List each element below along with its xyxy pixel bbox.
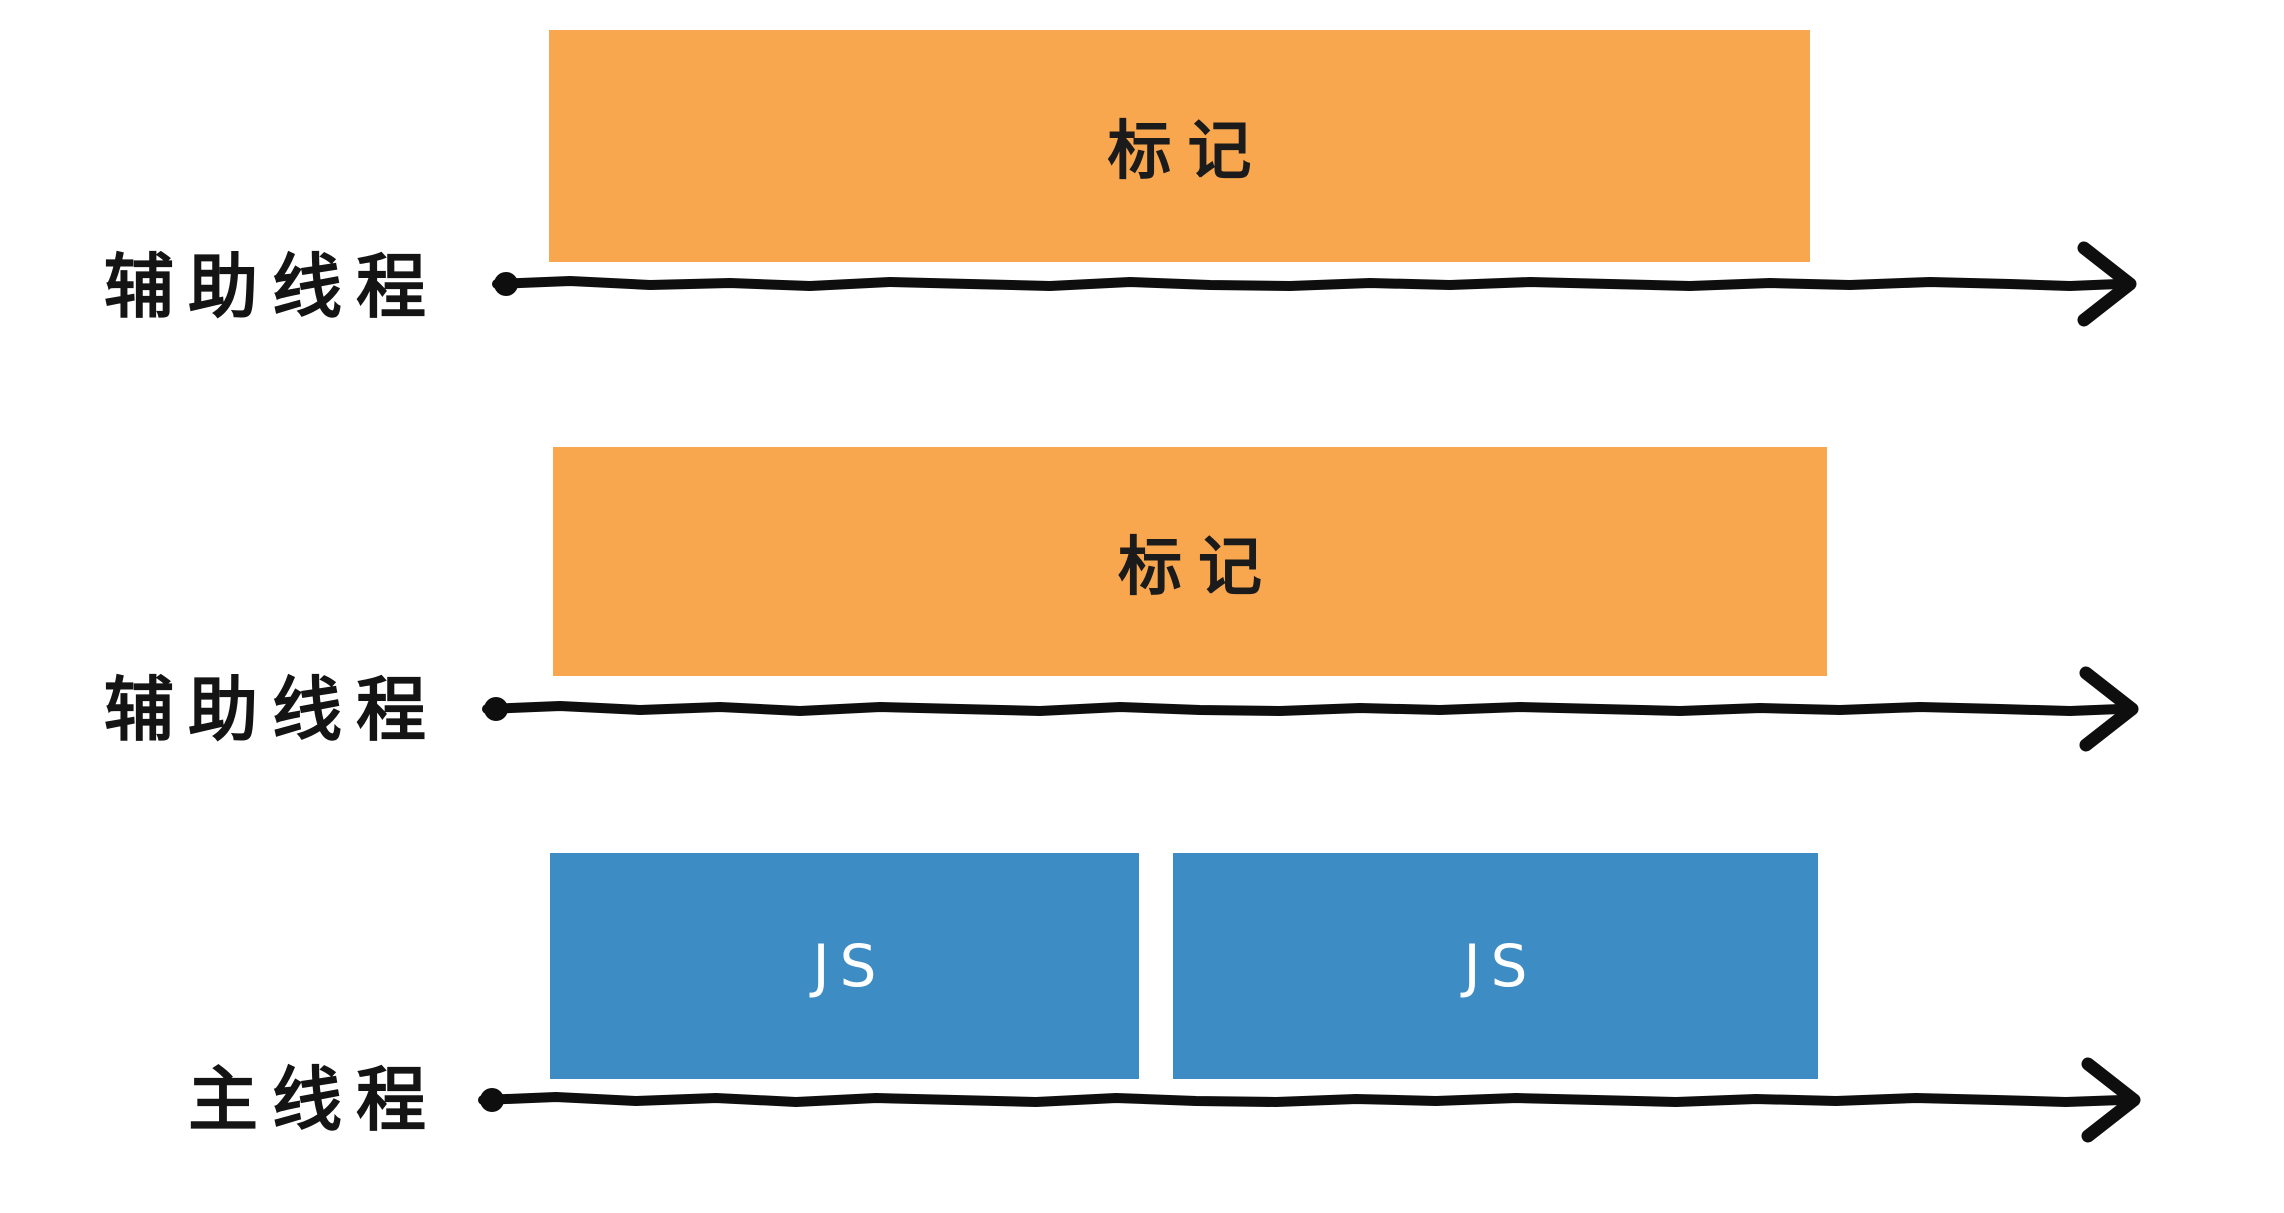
js-bar-1-label: JS — [812, 932, 887, 1000]
timeline-arrow-helper-2 — [482, 666, 2139, 752]
mark-bar-1: 标记 — [549, 30, 1810, 262]
mark-bar-1-label: 标记 — [1107, 115, 1268, 189]
js-bar-2: JS — [1173, 853, 1818, 1079]
mark-bar-2-label: 标记 — [1118, 530, 1278, 605]
label-helper-thread-2: 辅助线程 — [104, 669, 440, 751]
label-main-thread: 主线程 — [188, 1059, 440, 1141]
label-helper-thread-1: 辅助线程 — [104, 246, 440, 328]
js-bar-2-label: JS — [1463, 932, 1538, 1000]
js-bar-1: JS — [550, 853, 1139, 1079]
mark-bar-2: 标记 — [553, 447, 1827, 676]
